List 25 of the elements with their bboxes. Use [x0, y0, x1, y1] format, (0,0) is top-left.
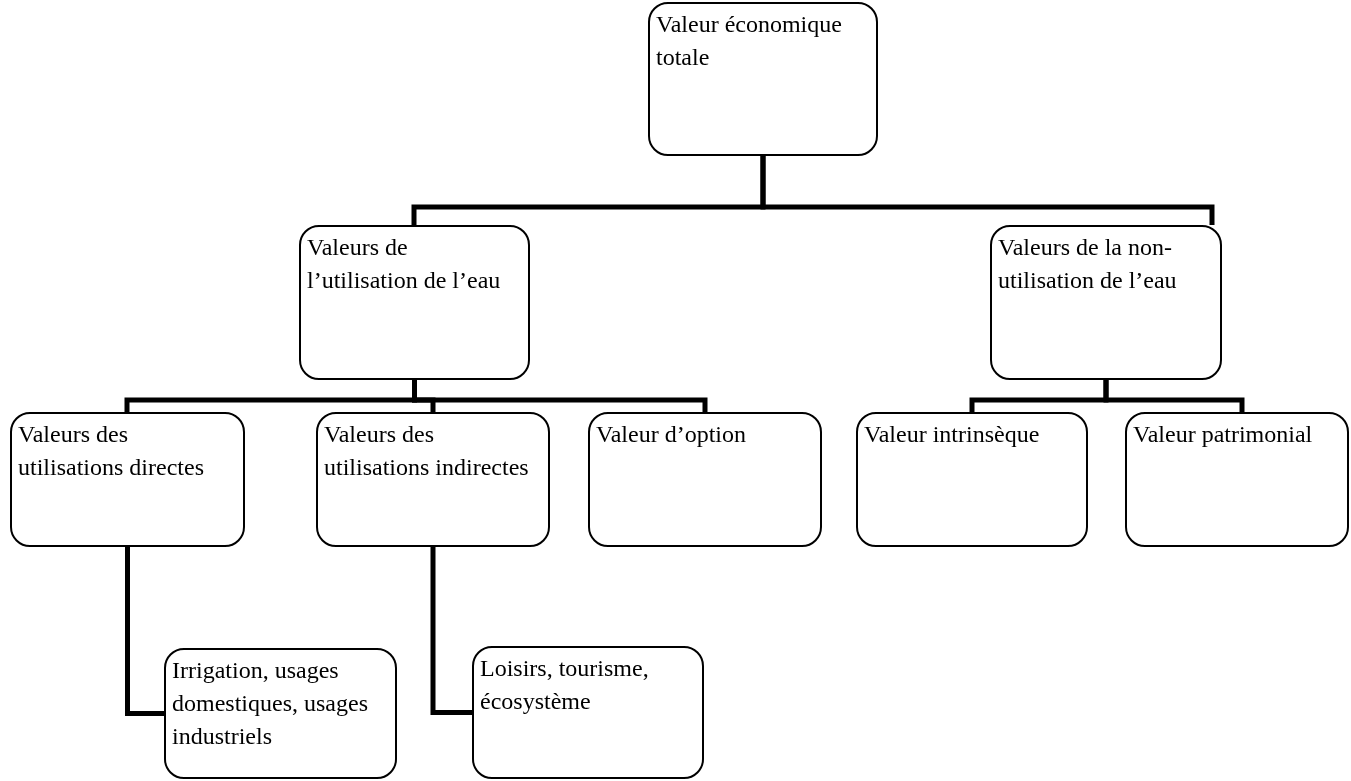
connector-line: [760, 156, 1215, 225]
connector-line: [1103, 380, 1245, 412]
rounded-box: [316, 412, 550, 547]
box-label: Irrigation, usages domestiques, usages industriels: [172, 656, 369, 751]
rounded-box: [299, 225, 530, 380]
rounded-box: [10, 412, 245, 547]
box-label: Valeur patrimonial: [1133, 420, 1314, 449]
box-label: Loisirs, tourisme, écosystème: [480, 654, 650, 716]
box-label: Valeurs de l’utilisation de l’eau: [307, 233, 502, 295]
box-label: Valeur intrinsèque: [864, 420, 1041, 449]
connector-line: [412, 380, 708, 412]
connector-line: [125, 547, 164, 716]
box-label: Valeur économique totale: [656, 10, 843, 72]
box-label: Valeurs des utilisations directes: [18, 420, 205, 482]
rounded-box: [990, 225, 1222, 380]
rounded-box: [164, 648, 397, 779]
rounded-box: [856, 412, 1088, 547]
connector-line: [430, 547, 472, 715]
box-label: Valeurs de la non-utilisation de l’eau: [998, 233, 1178, 295]
rounded-box: [588, 412, 822, 547]
rounded-box: [472, 646, 704, 779]
box-label: Valeurs des utilisations indirectes: [324, 420, 530, 482]
rounded-box: [648, 2, 878, 156]
rounded-box: [1125, 412, 1349, 547]
box-label: Valeur d’option: [596, 420, 747, 449]
